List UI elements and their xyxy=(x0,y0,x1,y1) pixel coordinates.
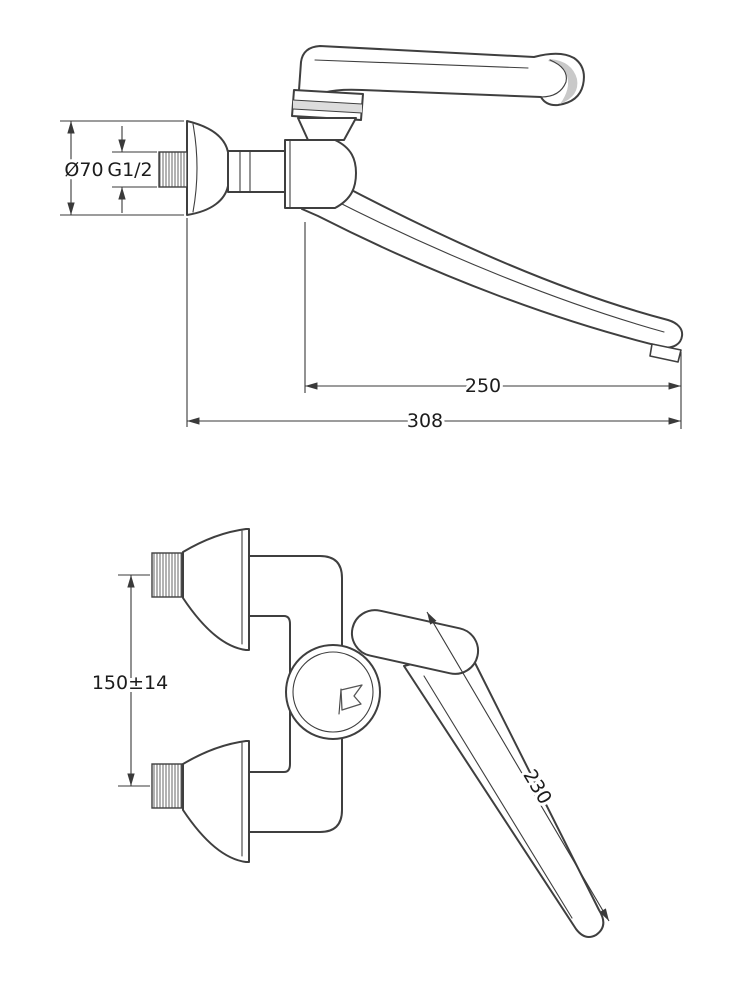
dimension-spout-reach: 250 xyxy=(304,222,682,429)
dim-label-spout-reach: 250 xyxy=(465,375,501,397)
faucet-body-side xyxy=(284,139,357,209)
wall-flange-top xyxy=(182,528,250,651)
dimension-lever-length: 230 xyxy=(426,611,610,922)
lever-top-edge-line xyxy=(314,59,529,69)
dim-label-thread-size: G1/2 xyxy=(107,159,152,181)
spout xyxy=(301,183,684,349)
supply-pipe-bottom-outer xyxy=(248,689,343,833)
mixer-body-inner-ring xyxy=(292,651,374,733)
front-view: 150±14 230 xyxy=(89,528,610,938)
dimension-inlet-center-distance: 150±14 xyxy=(89,574,171,787)
wall-flange-side xyxy=(186,120,229,216)
aerator xyxy=(649,343,682,363)
dimension-thread-size: G1/2 xyxy=(104,126,157,213)
threaded-nipple-bottom xyxy=(151,763,183,809)
brand-mark-icon xyxy=(338,684,363,715)
lever-hook-inner-line xyxy=(540,59,567,98)
supply-pipe-bottom-inner xyxy=(248,689,291,773)
cartridge-column xyxy=(297,117,357,141)
lever-handle-side xyxy=(297,45,585,107)
spout-top-surface-line xyxy=(329,197,665,333)
lever-hook-shading xyxy=(548,59,578,104)
supply-pipe-top-outer xyxy=(248,555,343,696)
pivot-collar-line-2 xyxy=(292,108,363,114)
brand-mark-flag xyxy=(340,684,363,711)
threaded-nipple-side xyxy=(158,151,188,188)
dim-label-flange-diameter: Ø70 xyxy=(64,159,103,181)
flange-curve-line xyxy=(192,123,198,213)
wall-union-cylinder xyxy=(227,150,286,193)
dim-label-overall-reach: 308 xyxy=(407,410,443,432)
dim-label-inlet-center-distance: 150±14 xyxy=(92,672,168,694)
dimension-flange-diameter: Ø70 xyxy=(60,120,184,216)
dimension-line-lever-length xyxy=(426,611,610,922)
supply-pipe-top-inner xyxy=(248,615,291,696)
mixer-body-front xyxy=(285,644,381,740)
threaded-nipple-top xyxy=(151,552,183,598)
wall-flange-bottom xyxy=(182,740,250,863)
side-view: Ø70 G1/2 250 308 xyxy=(60,45,684,435)
pivot-collar-line-1 xyxy=(292,99,363,105)
dimension-overall-reach: 308 xyxy=(186,218,681,435)
